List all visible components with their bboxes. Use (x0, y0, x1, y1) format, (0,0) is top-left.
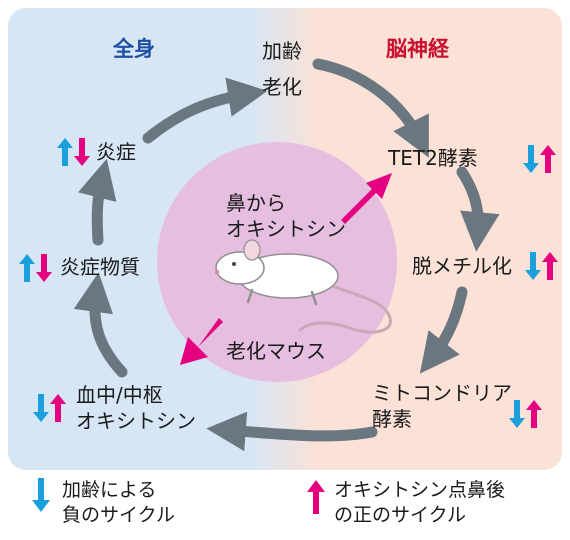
mouse-front-leg (246, 288, 254, 304)
demethylation-down-arrow (525, 252, 541, 280)
oxytocin-node: 血中/中枢 オキシトシン (76, 382, 196, 434)
aging-label-2: 老化 (262, 75, 302, 99)
mito-up-arrow (526, 400, 542, 428)
inflammation-label: 炎症 (96, 140, 136, 164)
mouse-to-oxytocin-arrow (180, 318, 223, 365)
mouse-illustration (214, 239, 392, 334)
tet2-up-arrow (540, 145, 556, 173)
tet2-label: TET2酵素 (388, 146, 478, 170)
legend-negative-cycle: 加齢による 負のサイクル (62, 478, 175, 528)
legend-positive-line-2: の正のサイクル (334, 504, 467, 526)
cycle-arrow-oxytocin-to-substance (73, 272, 128, 378)
legend-up-arrow (307, 480, 325, 514)
cycle-arrow-substance-to-inflammation (77, 158, 117, 246)
substance-up-arrow (19, 254, 35, 282)
nasal-oxytocin-node: 鼻から オキシトシン (226, 190, 346, 242)
aging-node: 加齢 老化 (250, 38, 314, 100)
mito-label-1: ミトコンドリア (372, 381, 512, 405)
nasal-label-1: 鼻から (226, 191, 286, 215)
legend-down-arrow (32, 478, 50, 512)
mito-down-arrow (509, 400, 525, 428)
oxytocin-label-1: 血中/中枢 (76, 383, 163, 407)
aging-label-1: 加齢 (262, 39, 302, 63)
whole-body-title: 全身 (113, 37, 155, 61)
legend-negative-line-1: 加齢による (62, 479, 157, 501)
legend-positive-cycle: オキシトシン点鼻後 の正のサイクル (334, 478, 505, 528)
cycle-arrow-inflammation-to-aging (142, 77, 268, 144)
oxytocin-down-arrow (33, 394, 49, 422)
demethylation-label: 脱メチル化 (412, 254, 512, 278)
mouse-nose (214, 269, 220, 275)
tet2-down-arrow (523, 145, 539, 173)
mouse-back-leg (310, 290, 318, 306)
mouse-ear (243, 239, 261, 261)
cycle-arrow-mito-to-oxytocin (206, 411, 378, 452)
cycle-arrow-tet2-to-demethylation (456, 166, 500, 252)
nasal-oxytocin-arrow (341, 173, 392, 224)
mouse-eye (232, 262, 236, 266)
legend-negative-line-2: 負のサイクル (62, 504, 176, 526)
mouse-tail (298, 284, 392, 334)
oxytocin-label-2: オキシトシン (76, 409, 196, 433)
cycle-arrow-aging-to-tet2 (312, 58, 429, 158)
mito-label-2: 酵素 (372, 407, 412, 431)
nasal-label-2: オキシトシン (226, 217, 346, 241)
oxytocin-up-arrow (50, 394, 66, 422)
indicator-arrows (19, 138, 558, 514)
cycle-arrow-demethylation-to-mito (419, 286, 468, 374)
demethylation-up-arrow (542, 252, 558, 280)
inflammatory-substance-label: 炎症物質 (60, 255, 140, 279)
aged-mouse-label: 老化マウス (226, 339, 326, 363)
inflammation-up-arrow (57, 138, 73, 166)
legend-positive-line-1: オキシトシン点鼻後 (334, 479, 506, 501)
cycle-arrows (73, 58, 500, 452)
inflammation-down-arrow (74, 138, 90, 166)
brain-nerve-title: 脳神経 (386, 37, 449, 61)
substance-down-arrow (36, 254, 52, 282)
mito-node: ミトコンドリア 酵素 (372, 380, 512, 432)
